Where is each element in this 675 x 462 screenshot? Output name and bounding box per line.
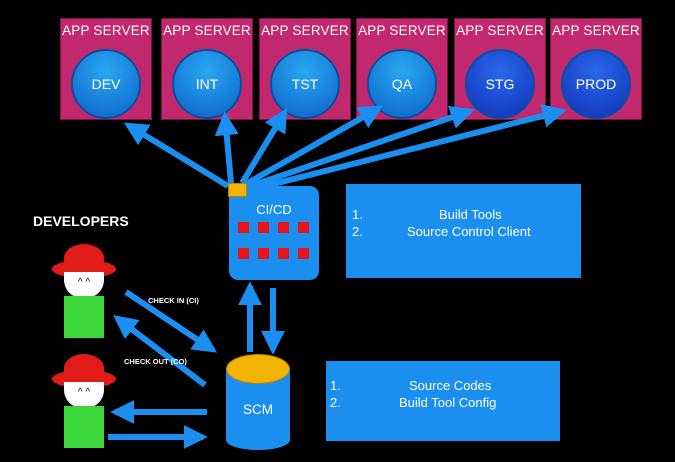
deploy-arrow-dev <box>123 122 230 189</box>
deploy-arrow-tst <box>239 107 288 185</box>
env-label-stg: STG <box>485 76 515 92</box>
app-server-label: APP SERVER <box>261 23 349 38</box>
globe-icon-prod: PROD <box>561 49 631 119</box>
globe-icon-tst: TST <box>270 49 340 119</box>
list-item: 2. Source Control Client <box>346 224 581 240</box>
app-server-int: APP SERVER INT <box>161 18 253 120</box>
globe-icon-dev: DEV <box>71 49 141 119</box>
list-item: 2. Build Tool Config <box>326 395 560 411</box>
env-label-int: INT <box>195 76 219 92</box>
database-top <box>226 354 290 384</box>
env-label-prod: PROD <box>575 76 617 92</box>
scm-database: SCM <box>226 354 290 452</box>
env-label-tst: TST <box>291 76 319 92</box>
app-server-qa: APP SERVER QA <box>356 18 448 120</box>
globe-icon-int: INT <box>172 49 242 119</box>
app-server-label: APP SERVER <box>456 23 544 38</box>
list-text: Source Control Client <box>407 224 531 239</box>
cicd-title: CI/CD <box>256 202 292 217</box>
developer-body <box>64 406 104 448</box>
check-in-arrow <box>124 289 217 353</box>
check-out-arrow <box>113 315 207 388</box>
status-led-icon <box>298 222 309 233</box>
list-number: 2. <box>352 224 363 239</box>
deploy-arrow-stg <box>247 105 475 190</box>
list-number: 1. <box>330 378 341 393</box>
developer-face: ^ ^ <box>64 382 104 408</box>
status-led-icon <box>278 222 289 233</box>
list-item: 1. Build Tools <box>346 207 581 223</box>
deploy-arrow-prod <box>249 104 567 193</box>
cicd-info-box: 1. Build Tools 2. Source Control Client <box>346 184 581 278</box>
status-led-icon <box>238 222 249 233</box>
app-server-label: APP SERVER <box>62 23 150 38</box>
env-label-dev: DEV <box>91 76 121 92</box>
developer-figure: ^ ^ <box>52 352 116 462</box>
list-text: Build Tool Config <box>399 395 497 410</box>
list-item: 1. Source Codes <box>326 378 560 394</box>
deploy-arrow-int <box>214 111 239 184</box>
app-server-prod: APP SERVER PROD <box>550 18 642 120</box>
app-server-stg: APP SERVER STG <box>454 18 546 120</box>
app-server-label: APP SERVER <box>358 23 446 38</box>
scm-title: SCM <box>243 402 273 417</box>
cicd-server: CI/CD <box>229 186 319 280</box>
list-text: Source Codes <box>409 378 492 393</box>
developer-face: ^ ^ <box>64 272 104 298</box>
developer-body <box>64 296 104 338</box>
status-led-icon <box>258 222 269 233</box>
env-label-qa: QA <box>391 76 413 92</box>
app-server-label: APP SERVER <box>163 23 251 38</box>
app-server-dev: APP SERVER DEV <box>60 18 152 120</box>
check-out-label: CHECK OUT (CO) <box>124 357 187 366</box>
status-led-icon <box>258 248 269 259</box>
app-server-label: APP SERVER <box>552 23 640 38</box>
developers-title: DEVELOPERS <box>33 213 129 229</box>
scm-info-box: 1. Source Codes 2. Build Tool Config <box>326 361 560 441</box>
check-in-label: CHECK IN (CI) <box>148 296 199 305</box>
status-led-icon <box>298 248 309 259</box>
connector-plug-icon <box>228 183 247 197</box>
list-number: 1. <box>352 207 363 222</box>
deploy-arrow-qa <box>244 105 384 187</box>
app-server-tst: APP SERVER TST <box>259 18 351 120</box>
status-led-icon <box>278 248 289 259</box>
list-number: 2. <box>330 395 341 410</box>
globe-icon-stg: STG <box>465 49 535 119</box>
list-text: Build Tools <box>439 207 502 222</box>
developer-figure: ^ ^ <box>52 242 116 352</box>
status-led-icon <box>238 248 249 259</box>
